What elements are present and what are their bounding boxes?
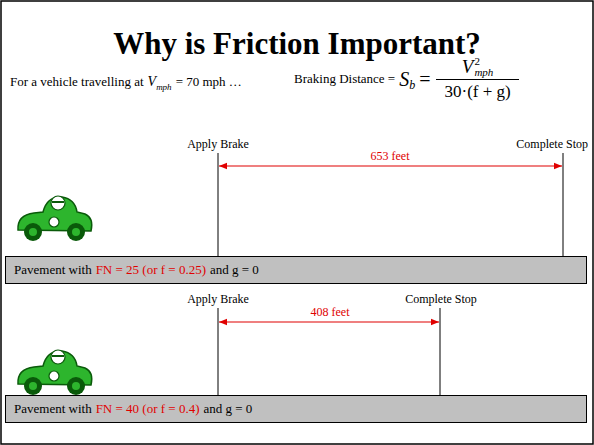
- position-label: Complete Stop: [516, 137, 588, 152]
- dimension-label: 408 feet: [311, 305, 350, 320]
- pavement-band: Pavement withFN = 40 (or f = 0.4)and g =…: [5, 395, 587, 423]
- fraction: Vmph2 30·(f + g): [436, 56, 518, 102]
- pavement-text: Pavement with: [14, 262, 92, 278]
- car: [18, 196, 92, 241]
- formula-text: Braking Distance =: [294, 71, 395, 87]
- position-label: Complete Stop: [405, 292, 477, 307]
- dimension-arrow: [219, 321, 439, 322]
- intro-text: = 70 mph …: [176, 74, 242, 90]
- subscript: mph: [156, 82, 172, 92]
- car: [18, 350, 92, 395]
- equals-sign: =: [419, 68, 430, 91]
- subscript: mph: [474, 67, 493, 78]
- pavement-text: Pavement with: [14, 401, 92, 417]
- dimension-arrow: [219, 165, 562, 166]
- variable: V: [148, 74, 157, 90]
- dimension-label: 653 feet: [371, 149, 410, 164]
- pavement-band: Pavement withFN = 25 (or f = 0.25)and g …: [5, 256, 587, 284]
- position-label: Apply Brake: [187, 292, 249, 307]
- sup-sub: mph2: [474, 56, 493, 78]
- variable: S: [399, 68, 409, 91]
- intro-line: For a vehicle travelling atVmph = 70 mph …: [10, 74, 242, 90]
- friction-value: FN = 40 (or f = 0.4): [96, 401, 200, 417]
- numerator: Vmph2: [454, 56, 502, 79]
- pavement-text: and g = 0: [210, 262, 259, 278]
- title-box: Why is Friction Important?: [0, 26, 594, 62]
- position-label: Apply Brake: [187, 137, 249, 152]
- superscript: 2: [474, 56, 480, 67]
- friction-value: FN = 25 (or f = 0.25): [96, 262, 206, 278]
- denominator: 30·(f + g): [436, 79, 518, 102]
- denominator-text: 30·(f + g): [444, 82, 510, 101]
- intro-text: For a vehicle travelling at: [10, 74, 144, 90]
- formula-lhs: Braking Distance =Sb =: [294, 68, 430, 91]
- subscript: b: [409, 78, 415, 93]
- variable: V: [462, 56, 474, 78]
- pavement-text: and g = 0: [204, 401, 253, 417]
- slide-title: Why is Friction Important?: [0, 26, 594, 62]
- formula: Braking Distance =Sb = Vmph2 30·(f + g): [294, 56, 519, 102]
